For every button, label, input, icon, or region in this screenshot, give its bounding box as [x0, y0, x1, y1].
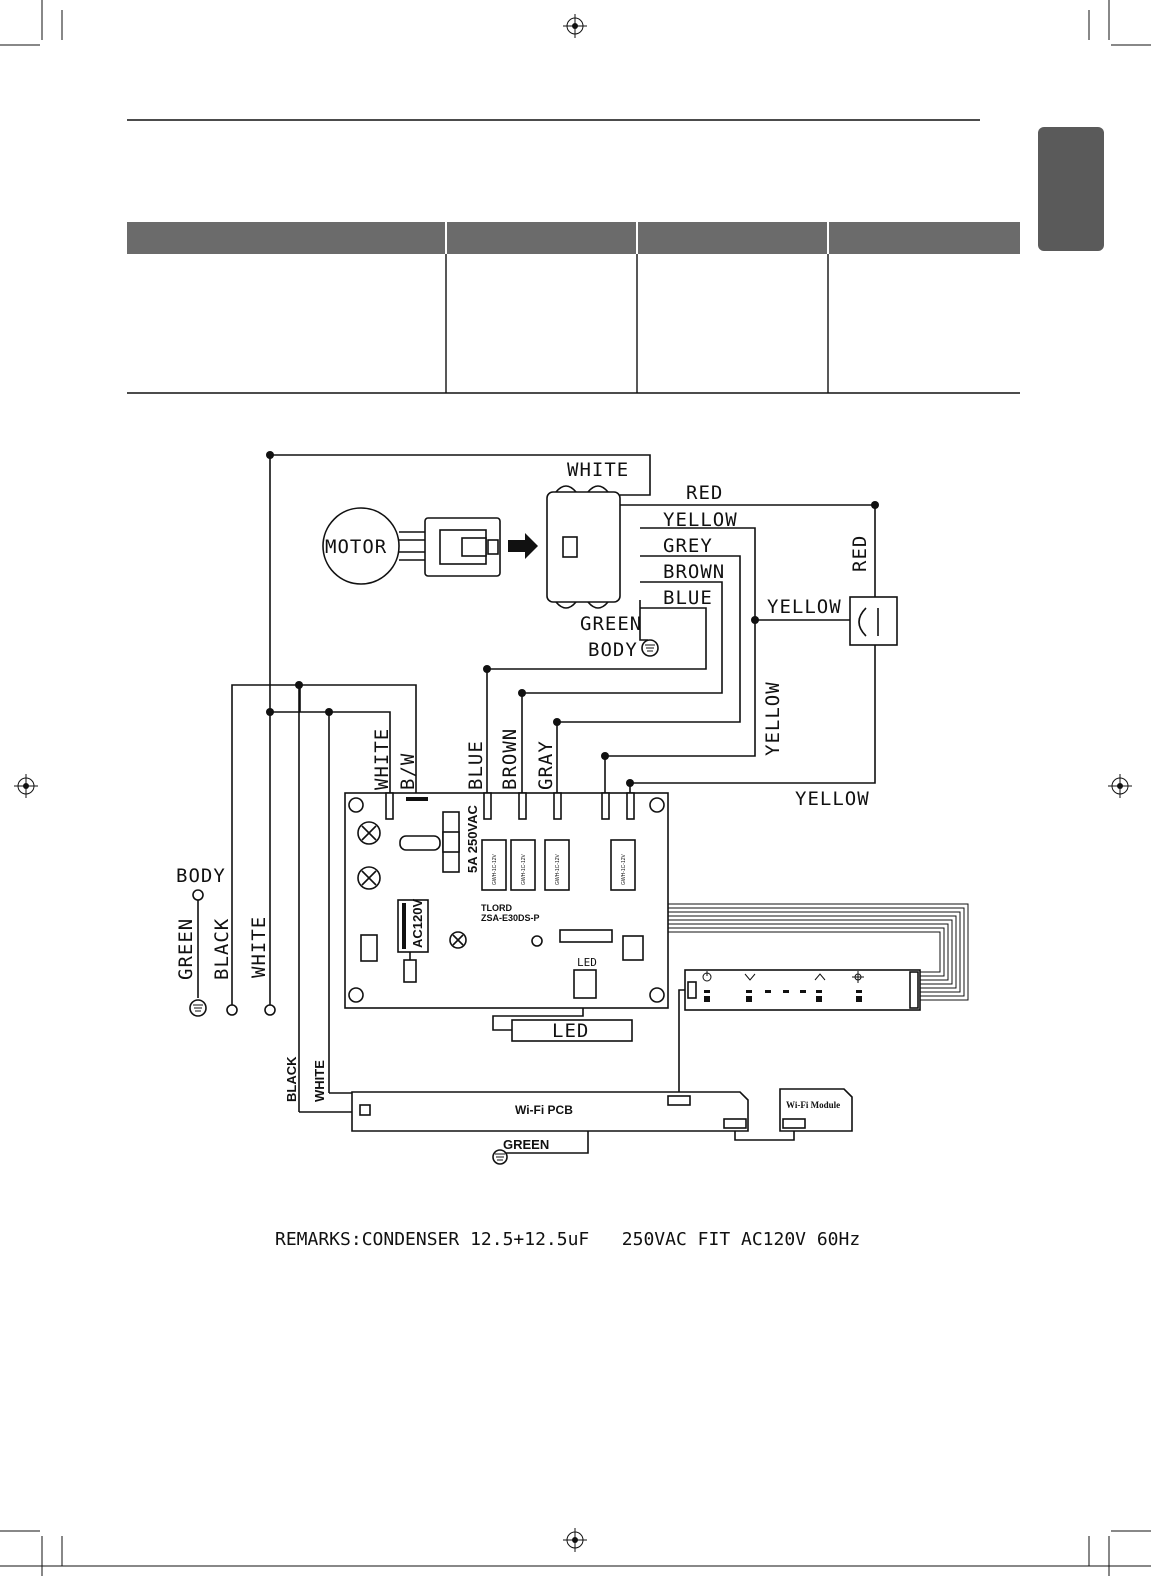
left-terminals	[192, 889, 276, 1016]
side-tab	[1038, 127, 1104, 251]
wifi-module-label: Wi-Fi Module	[786, 1100, 840, 1110]
label-yellow-cap: YELLOW	[767, 596, 842, 618]
wire-labels: WHITE RED YELLOW GREY BROWN BLUE GREEN B…	[175, 459, 871, 1152]
label-grey: GREY	[663, 535, 713, 557]
label-pcb-blue: BLUE	[465, 740, 487, 790]
relay-label-2: GWH-1C-12V	[521, 853, 527, 885]
registration-mark-bottom	[563, 1528, 587, 1552]
led-connector-label: LED	[577, 956, 597, 969]
label-left-black: BLACK	[211, 918, 233, 980]
label-body-top: BODY	[588, 639, 638, 661]
remarks-text: REMARKS:CONDENSER 12.5+12.5uF 250VAC FIT…	[275, 1229, 860, 1250]
led-box	[511, 1019, 633, 1042]
transformer: AC120V	[397, 899, 429, 983]
label-wifi-black: BLACK	[284, 1056, 299, 1102]
ground-icon-wifi	[492, 1149, 508, 1165]
led-connector	[573, 969, 597, 999]
label-green-top: GREEN	[580, 613, 642, 635]
label-pcb-brown: BROWN	[499, 728, 521, 790]
motor-socket	[546, 485, 621, 609]
label-left-body: BODY	[176, 865, 226, 887]
relays: GWH-1C-12V GWH-1C-12V GWH-1C-12V GWH-1C-…	[481, 839, 636, 891]
label-yellow-bottom: YELLOW	[795, 788, 870, 810]
motor: MOTOR	[322, 507, 501, 585]
led-box-label: LED	[552, 1020, 589, 1042]
connect-arrow	[508, 533, 538, 559]
board-model: ZSA-E30DS-P	[481, 913, 540, 923]
wifi-pcb-label: Wi-Fi PCB	[515, 1103, 573, 1117]
wifi-module: Wi-Fi Module	[779, 1088, 853, 1132]
relay-label-3: GWH-1C-12V	[555, 853, 561, 885]
main-pcb: 5A 250VAC GWH-1C-12V GWH-1C-12V GWH-1C-1…	[344, 792, 669, 1009]
light-icon	[852, 971, 864, 983]
transformer-label: AC120V	[410, 899, 425, 948]
label-blue-top: BLUE	[663, 587, 713, 609]
chevron-up-icon	[814, 973, 826, 981]
junction-dots	[266, 451, 879, 787]
label-yellow-vertical: YELLOW	[762, 681, 784, 756]
chevron-down-icon	[744, 973, 756, 981]
label-left-white: WHITE	[248, 916, 270, 978]
jumper-block	[622, 935, 644, 961]
screw-icons	[357, 821, 543, 949]
board-brand: TLORD	[481, 903, 512, 913]
wifi-pcb: Wi-Fi PCB	[351, 1091, 749, 1132]
registration-mark-right	[1108, 774, 1132, 798]
panel-leds	[704, 990, 862, 1002]
label-wifi-green: GREEN	[503, 1137, 549, 1152]
capacitor	[849, 596, 898, 646]
registration-mark-top	[563, 14, 587, 38]
label-pcb-bw: B/W	[397, 753, 419, 790]
registration-mark-left	[14, 774, 38, 798]
label-brown-top: BROWN	[663, 561, 725, 583]
ground-icon-top	[641, 639, 659, 657]
label-pcb-white: WHITE	[371, 728, 393, 790]
fuse: 5A 250VAC	[399, 804, 480, 873]
ribbon-header	[559, 929, 613, 943]
label-pcb-gray: GRAY	[535, 740, 557, 790]
motor-label: MOTOR	[325, 536, 387, 558]
relay-label-1: GWH-1C-12V	[492, 853, 498, 885]
control-panel	[684, 969, 921, 1011]
label-left-green: GREEN	[175, 918, 197, 980]
label-yellow-top: YELLOW	[663, 509, 738, 531]
ground-icon-left	[189, 999, 207, 1017]
ic-chip	[360, 934, 378, 962]
label-red-top: RED	[686, 482, 723, 504]
fuse-label: 5A 250VAC	[465, 804, 480, 873]
label-red-vertical: RED	[849, 535, 871, 572]
label-wifi-white: WHITE	[312, 1060, 327, 1102]
relay-label-4: GWH-1C-12V	[621, 853, 627, 885]
power-icon	[702, 971, 712, 982]
spec-table	[127, 222, 1020, 394]
terminal-pins	[385, 792, 635, 820]
label-top-white: WHITE	[567, 459, 629, 481]
